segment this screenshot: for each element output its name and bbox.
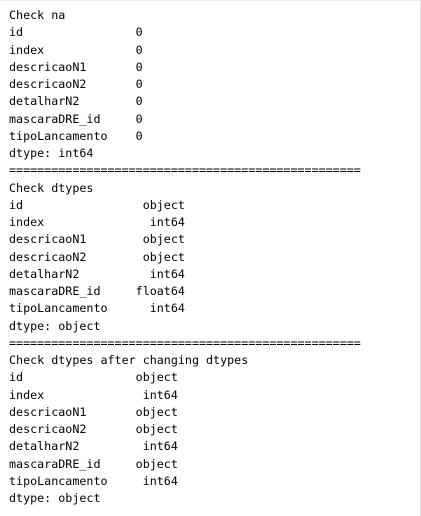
output-line-dtype: dtype: int64 [9, 146, 94, 160]
output-line: mascaraDRE_id float64 [9, 284, 185, 298]
output-line: index 0 [9, 42, 143, 57]
output-line: id object [9, 197, 185, 212]
output-line: tipoLancamento int64 [9, 301, 185, 316]
output-line: detalharN2 0 [9, 94, 143, 109]
output-line: detalharN2 int64 [9, 439, 178, 454]
output-line-dtype: dtype: object [9, 491, 101, 505]
output-line: index int64 [9, 215, 185, 229]
output-line-check-na-header: Check na [9, 8, 66, 22]
output-line-dtype: dtype: object [9, 318, 101, 333]
output-line: descricaoN1 0 [9, 59, 143, 74]
output-line: mascaraDRE_id object [9, 456, 178, 471]
separator-line: ========================================… [9, 335, 361, 350]
output-line-check-dtypes-header: Check dtypes [9, 180, 94, 195]
output-line: descricaoN2 0 [9, 77, 143, 91]
output-line: mascaraDRE_id 0 [9, 111, 143, 126]
output-line: tipoLancamento int64 [9, 473, 178, 488]
output-line-check-dtypes-after-header: Check dtypes after changing dtypes [9, 353, 249, 367]
output-line: detalharN2 int64 [9, 266, 185, 281]
separator-line: ========================================… [9, 163, 361, 178]
output-line: index int64 [9, 387, 178, 402]
output-line: descricaoN2 object [9, 422, 178, 436]
output-line: id 0 [9, 25, 143, 40]
output-line: descricaoN1 object [9, 232, 185, 247]
console-output: Check na id 0 index 0 descricaoN1 0 descrica… [0, 1, 420, 507]
output-line: id object [9, 370, 178, 385]
output-line: descricaoN2 object [9, 249, 185, 264]
output-line: descricaoN1 object [9, 404, 178, 419]
output-line: tipoLancamento 0 [9, 128, 143, 143]
